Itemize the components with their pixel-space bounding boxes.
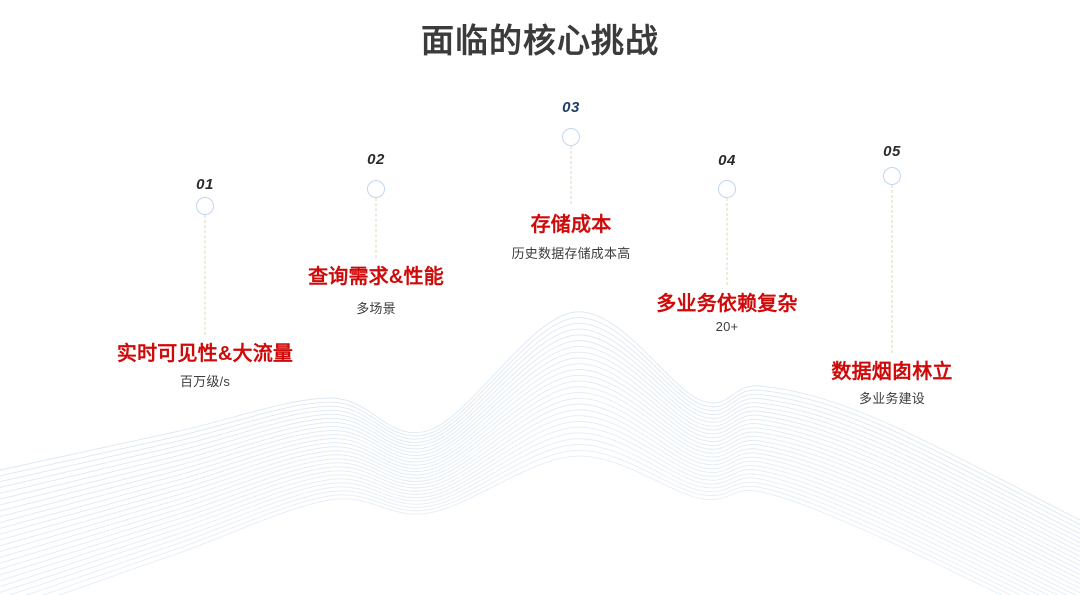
wave-line: [0, 380, 1080, 575]
wave-line: [0, 392, 1080, 585]
wave-line: [57, 455, 1003, 595]
milestone-subtitle: 多业务建设: [858, 391, 926, 406]
wave-line: [0, 398, 1080, 589]
milestone-connector-line: [204, 215, 206, 335]
milestone-connector-line: [375, 198, 377, 258]
milestone-title: 实时可见性&大流量: [116, 343, 294, 365]
milestone-title: 多业务依赖复杂: [656, 293, 798, 315]
milestone-title: 数据烟囱林立: [831, 361, 953, 383]
wave-line: [8, 438, 1031, 595]
milestone-number: 04: [718, 152, 736, 169]
milestone-subtitle: 历史数据存储成本高: [511, 246, 631, 261]
milestone-circle-marker[interactable]: [718, 180, 736, 198]
wave-line: [0, 403, 1080, 594]
wave-line: [25, 444, 1022, 595]
milestone-connector-line: [891, 185, 893, 353]
milestone-subtitle: 多场景: [356, 301, 396, 316]
milestone-number: 05: [883, 143, 901, 160]
milestone-title: 存储成本: [530, 214, 612, 236]
wave-line: [0, 386, 1080, 580]
wave-line: [0, 415, 1068, 595]
milestone-number: 02: [367, 151, 385, 168]
wave-line: [0, 432, 1040, 595]
milestone-connector-line: [726, 198, 728, 285]
milestone-subtitle: 20+: [715, 319, 739, 334]
milestone-circle-marker[interactable]: [196, 197, 214, 215]
page-title: 面临的核心挑战: [421, 22, 659, 59]
milestone-title: 查询需求&性能: [308, 266, 444, 288]
milestone-number: 03: [562, 99, 580, 116]
wave-line: [0, 421, 1059, 595]
wave-line: [0, 409, 1077, 595]
milestone-circle-marker[interactable]: [883, 167, 901, 185]
milestone-circle-marker[interactable]: [367, 180, 385, 198]
milestone-circle-marker[interactable]: [562, 128, 580, 146]
wave-line: [0, 426, 1049, 595]
milestone-number: 01: [196, 176, 214, 193]
milestone-connector-line: [570, 146, 572, 204]
milestone-subtitle: 百万级/s: [179, 374, 231, 389]
wave-line: [41, 449, 1012, 595]
